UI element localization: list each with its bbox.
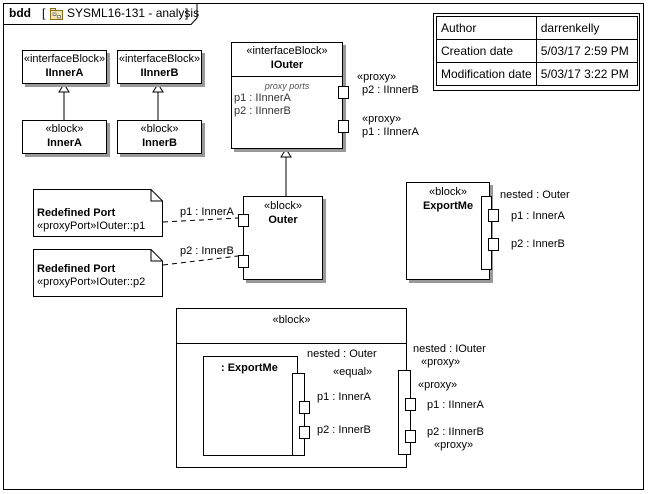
block-name: Outer [268,214,298,226]
block-stereotype: «block» [429,186,467,198]
port-label: p1 : IInnerA [427,399,484,411]
info-value: 5/03/17 3:22 PM [535,62,639,86]
block-outer[interactable]: «block» Outer [243,196,323,280]
port-stereotype: «proxy» [421,356,461,368]
compartment-divider [232,76,342,77]
port-label: p2 : InnerB [511,238,565,250]
port-stereotype: «proxy» [418,379,458,391]
compartment-item: p1 : IInnerA [234,92,291,104]
port-label: nested : IOuter [413,343,486,355]
generalization-arrow-innerb [152,83,164,93]
part-label: nested : Outer [307,348,377,360]
port-iouter-p2[interactable] [338,86,349,99]
info-row-created: Creation date 5/03/17 2:59 PM [436,39,639,63]
connector-stereotype: «equal» [333,366,373,378]
port-stereotype: «proxy» [357,71,397,83]
block-stereotype: «interfaceBlock» [118,53,201,65]
port-exportme-p2[interactable] [488,238,499,251]
port-label: p2 : IInnerB [362,84,419,96]
port-outer-p2[interactable] [238,255,249,268]
part-nested-outer-inner[interactable] [292,373,305,456]
block-name: IInnerA [45,67,84,79]
compartment-item: p2 : IInnerB [234,105,291,117]
port-stereotype: «proxy» [362,113,402,125]
port-iouter-p1[interactable] [338,120,349,133]
generalization-arrow-innera [58,83,70,93]
note-anchor-p2 [162,255,239,266]
note-title: Redefined Port [37,263,116,275]
port-label: p1 : InnerA [317,391,371,403]
part-name: : ExportMe [221,362,278,374]
part-label: nested : Outer [500,189,570,201]
info-key: Author [436,16,537,40]
port-outer-p1[interactable] [238,214,249,227]
note-redefined-p1[interactable]: Redefined Port «proxyPort»IOuter::p1 [33,189,163,237]
info-value: 5/03/17 2:59 PM [535,39,639,63]
port-inner-p2[interactable] [299,426,310,439]
block-iouter[interactable]: «interfaceBlock» IOuter proxy ports p1 :… [231,42,343,149]
info-key: Modification date [436,62,537,86]
block-name: IOuter [270,59,304,71]
generalization-arrow-outer [280,148,292,158]
port-anon-p1[interactable] [405,398,416,411]
port-label: p1 : IInnerA [362,126,419,138]
port-exportme-p1[interactable] [488,209,499,222]
block-name: InnerA [47,137,82,149]
compartment-divider [177,343,406,344]
frame-bracket-close: ] [185,6,189,20]
package-diagram-icon [50,7,63,20]
port-stereotype: «proxy» [434,439,474,451]
block-iinnera[interactable]: «interfaceBlock» IInnerA [22,50,107,84]
block-stereotype: «interfaceBlock» [23,53,106,65]
info-key: Creation date [436,39,537,63]
block-stereotype: «block» [264,200,302,212]
port-anon-p2[interactable] [405,430,416,443]
port-label: p1 : InnerA [180,206,234,218]
frame-title: SYSML16-131 - analysis [67,6,200,20]
port-label: p2 : InnerB [317,424,371,436]
block-innera[interactable]: «block» InnerA [22,120,107,154]
part-exportme[interactable]: : ExportMe [203,356,298,456]
port-label: p1 : InnerA [511,210,565,222]
block-stereotype: «block» [45,123,84,135]
diagram-frame-tab [3,3,198,25]
port-inner-p1[interactable] [299,401,310,414]
block-name: InnerB [142,137,177,149]
info-value: darrenkelly [535,16,639,40]
note-title: Redefined Port [37,207,116,219]
info-row-modified: Modification date 5/03/17 3:22 PM [436,62,639,86]
block-stereotype: «interfaceBlock» [246,45,328,57]
block-exportme[interactable]: «block» ExportMe [406,182,490,280]
block-name: ExportMe [422,200,474,212]
block-stereotype: «block» [140,123,179,135]
block-iinnerb[interactable]: «interfaceBlock» IInnerB [117,50,202,84]
note-text: «proxyPort»IOuter::p1 [37,220,146,232]
info-row-author: Author darrenkelly [436,16,639,40]
block-name: IInnerB [140,67,179,79]
block-innerb[interactable]: «block» InnerB [117,120,202,154]
part-nested-outer[interactable] [481,196,492,270]
frame-bracket-open: [ [42,6,46,20]
frame-kind: bdd [9,6,31,20]
note-text: «proxyPort»IOuter::p2 [37,276,146,288]
port-label: p2 : IInnerB [427,426,484,438]
compartment-title: proxy ports [264,81,310,91]
port-label: p2 : InnerB [180,245,234,257]
note-anchor-p1 [162,217,239,223]
note-redefined-p2[interactable]: Redefined Port «proxyPort»IOuter::p2 [33,249,163,297]
block-stereotype: «block» [272,314,311,326]
diagram-frame-border [3,3,644,490]
